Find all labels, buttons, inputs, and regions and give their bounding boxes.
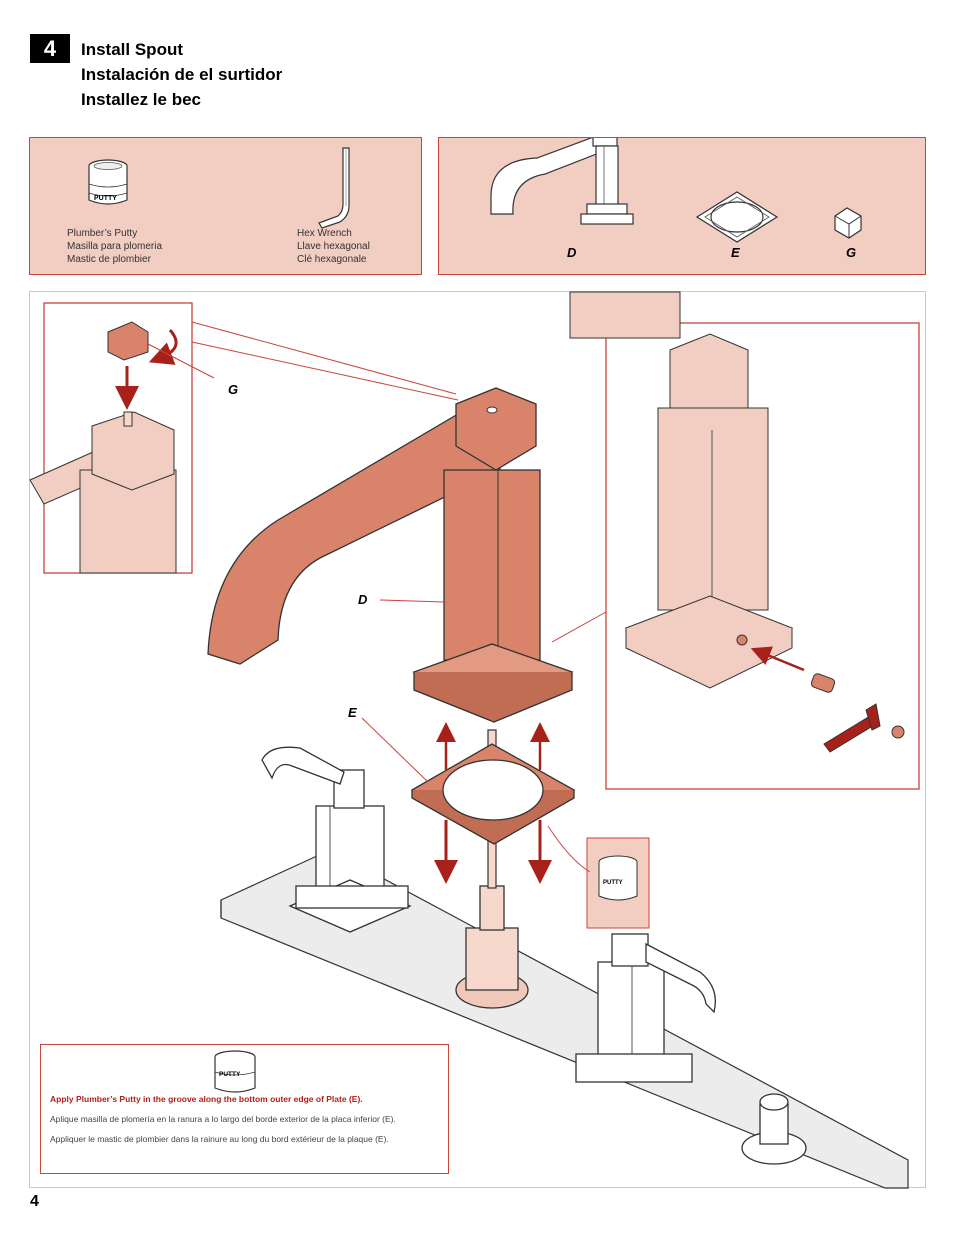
step-number-badge: 4 <box>30 34 70 63</box>
spout-icon <box>490 138 634 225</box>
putty-label-en: Plumber’s Putty <box>67 228 138 239</box>
plate-arrows <box>434 722 552 884</box>
putty-label: Plumber’s Putty Masilla para plomeria Ma… <box>67 227 162 266</box>
title-es: Instalación de el surtidor <box>81 65 283 84</box>
title-fr: Installez le bec <box>81 90 201 109</box>
parts-illustration <box>490 138 862 243</box>
right-valve <box>741 1093 807 1165</box>
wrench-label: Hex Wrench Llave hexagonal Clé hexagonal… <box>297 227 370 266</box>
tools-panel: PUTTY Plumber’s Putty Masilla para plome… <box>29 137 422 275</box>
putty-jar-text: PUTTY <box>94 195 117 202</box>
right-handle <box>575 933 717 1083</box>
wrench-label-fr: Clé hexagonale <box>297 254 367 265</box>
note-text-es: Aplique masilla de plomería en la ranura… <box>50 1114 396 1124</box>
part-letter-e: E <box>731 245 740 260</box>
plate-icon <box>695 191 779 243</box>
putty-label-es: Masilla para plomeria <box>67 241 163 252</box>
hex-wrench-icon <box>318 147 350 229</box>
parts-panel: D E G <box>438 137 926 275</box>
leader-lines <box>147 321 607 783</box>
part-letter-d: D <box>567 245 577 260</box>
callout-letter-e: E <box>348 705 357 720</box>
tools-illustration: PUTTY <box>88 147 350 229</box>
note-text-en: Apply Plumber’s Putty in the groove alon… <box>50 1094 363 1104</box>
callout-letter-g: G <box>228 382 239 397</box>
plate-e <box>410 743 576 845</box>
title-en: Install Spout <box>81 40 183 59</box>
left-handle <box>261 746 412 933</box>
wrench-label-en: Hex Wrench <box>297 228 352 239</box>
putty-jar-icon <box>88 159 128 205</box>
callout-letter-d: D <box>358 592 368 607</box>
putty-callout <box>547 825 650 929</box>
cap-icon <box>834 207 862 239</box>
spout-d <box>207 387 574 723</box>
putty-label-fr: Mastic de plombier <box>67 254 151 265</box>
putty-note-box: PUTTY Apply Plumber’s Putty in the groov… <box>40 1044 449 1174</box>
putty-jar-icon <box>214 1050 256 1093</box>
part-letter-g: G <box>846 245 857 260</box>
wrench-label-es: Llave hexagonal <box>297 241 370 252</box>
callout-box-cap <box>29 302 193 574</box>
note-putty-text: PUTTY <box>219 1071 241 1078</box>
page-title: Install Spout Instalación de el surtidor… <box>81 37 282 112</box>
note-text-fr: Appliquer le mastic de plombier dans la … <box>50 1134 389 1144</box>
putty-callout-text: PUTTY <box>603 880 623 886</box>
step-number: 4 <box>43 35 57 61</box>
callout-box-setscrew <box>569 291 920 790</box>
page-number: 4 <box>30 1193 39 1210</box>
